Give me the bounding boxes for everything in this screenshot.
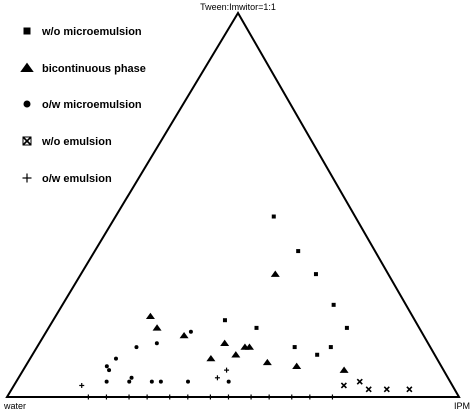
vertex-label-water: water xyxy=(3,401,26,411)
legend-label: o/w emulsion xyxy=(42,173,112,185)
data-point-o-w-emulsion xyxy=(307,394,313,400)
data-point-w-o-microemulsion xyxy=(296,249,301,254)
data-point-o-w-emulsion xyxy=(329,394,335,400)
legend-marker-triangle xyxy=(20,62,34,73)
legend-item-w-o-microemulsion: w/o microemulsion xyxy=(23,26,142,38)
data-point-o-w-microemulsion xyxy=(149,379,154,384)
data-point-w-o-microemulsion xyxy=(331,302,336,307)
data-point-o-w-microemulsion xyxy=(186,379,190,384)
data-point-bicontinuous-phase xyxy=(179,331,189,339)
data-point-o-w-microemulsion xyxy=(129,375,134,380)
data-point-w-o-emulsion xyxy=(340,382,347,389)
data-point-bicontinuous-phase xyxy=(152,324,162,331)
legend-marker-plus xyxy=(22,173,32,183)
data-point-w-o-microemulsion xyxy=(344,325,349,330)
legend-item-o-w-microemulsion: o/w microemulsion xyxy=(23,99,142,111)
vertex-label-ipm: IPM xyxy=(454,401,470,411)
data-point-o-w-emulsion xyxy=(185,394,191,400)
data-point-bicontinuous-phase xyxy=(145,312,155,320)
data-point-w-o-microemulsion xyxy=(315,352,320,357)
data-point-o-w-emulsion xyxy=(103,394,109,400)
data-point-o-w-emulsion xyxy=(207,394,213,400)
data-point-o-w-emulsion xyxy=(224,367,230,373)
data-point-bicontinuous-phase xyxy=(231,351,241,358)
legend-marker-circle xyxy=(23,100,31,108)
series-o-w-microemulsion xyxy=(104,329,231,384)
data-point-o-w-microemulsion xyxy=(104,379,109,384)
data-point-o-w-emulsion xyxy=(214,375,220,381)
data-point-bicontinuous-phase xyxy=(292,362,302,369)
data-point-w-o-microemulsion xyxy=(254,325,259,330)
data-point-o-w-microemulsion xyxy=(158,379,163,384)
data-point-w-o-microemulsion xyxy=(328,345,333,350)
data-point-w-o-microemulsion xyxy=(222,318,227,323)
data-point-w-o-emulsion xyxy=(406,386,413,393)
data-point-o-w-emulsion xyxy=(225,394,231,400)
legend-marker-cross-square xyxy=(22,136,32,146)
data-point-w-o-emulsion xyxy=(356,378,363,385)
data-point-bicontinuous-phase xyxy=(339,366,349,373)
series-w-o-microemulsion xyxy=(222,214,349,357)
legend: w/o microemulsion bicontinuous phase o/w m… xyxy=(20,26,146,185)
data-point-o-w-emulsion xyxy=(144,394,150,400)
data-point-bicontinuous-phase xyxy=(206,355,216,362)
legend-label: bicontinuous phase xyxy=(42,63,146,75)
ternary-triangle-frame xyxy=(5,11,461,398)
legend-marker-square xyxy=(23,27,31,35)
series-bicontinuous-phase xyxy=(145,270,349,373)
data-point-w-o-microemulsion xyxy=(313,272,318,277)
data-point-w-o-microemulsion xyxy=(271,214,276,219)
vertex-label-top: Tween:Imwitor=1:1 xyxy=(200,2,276,12)
data-point-w-o-microemulsion xyxy=(292,345,297,350)
data-point-w-o-emulsion xyxy=(365,386,372,393)
data-point-o-w-microemulsion xyxy=(127,379,132,384)
data-point-o-w-emulsion xyxy=(289,394,295,400)
data-point-bicontinuous-phase xyxy=(240,343,250,350)
legend-label: w/o emulsion xyxy=(41,136,112,148)
data-point-o-w-emulsion xyxy=(266,394,272,400)
data-point-o-w-emulsion xyxy=(167,394,173,400)
data-point-o-w-microemulsion xyxy=(226,379,231,384)
data-points xyxy=(79,214,413,400)
data-point-bicontinuous-phase xyxy=(270,270,280,277)
data-point-o-w-emulsion xyxy=(85,394,91,400)
data-point-o-w-emulsion xyxy=(126,394,132,400)
data-point-o-w-emulsion xyxy=(248,394,254,400)
legend-item-bicontinuous-phase: bicontinuous phase xyxy=(20,62,146,75)
data-point-o-w-microemulsion xyxy=(154,341,159,346)
data-point-o-w-microemulsion xyxy=(134,345,139,350)
data-point-o-w-microemulsion xyxy=(113,356,118,361)
legend-label: w/o microemulsion xyxy=(41,26,142,38)
legend-label: o/w microemulsion xyxy=(42,99,142,111)
series-w-o-emulsion xyxy=(340,378,413,393)
legend-item-o-w-emulsion: o/w emulsion xyxy=(22,173,112,185)
data-point-bicontinuous-phase xyxy=(262,358,272,366)
data-point-o-w-microemulsion xyxy=(104,364,109,369)
series-o-w-emulsion xyxy=(79,367,335,400)
data-point-o-w-microemulsion xyxy=(188,329,193,334)
legend-item-w-o-emulsion: w/o emulsion xyxy=(22,136,112,148)
data-point-o-w-emulsion xyxy=(79,382,85,388)
data-point-bicontinuous-phase xyxy=(220,339,230,346)
data-point-o-w-microemulsion xyxy=(107,368,112,373)
data-point-w-o-emulsion xyxy=(383,386,390,393)
